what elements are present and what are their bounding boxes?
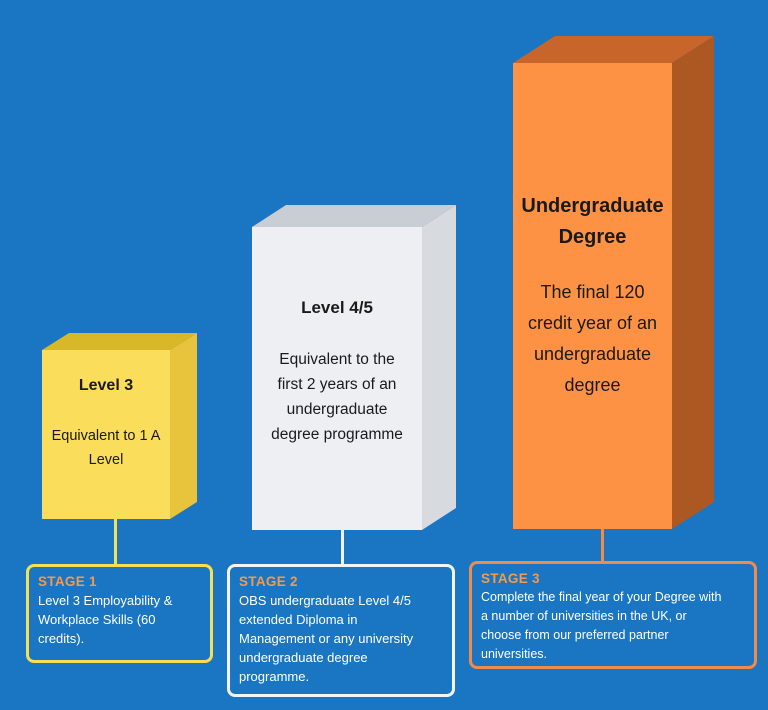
level45-block-side — [422, 205, 456, 530]
level45-description-line: first 2 years of an — [277, 376, 397, 393]
stage2-line: OBS undergraduate Level 4/5 — [239, 593, 412, 608]
stage2-line: programme. — [239, 669, 310, 684]
undergraduate-title: Undergraduate Degree — [513, 191, 672, 253]
level45-description-line: undergraduate — [286, 401, 388, 418]
stage2-box: STAGE 2 OBS undergraduate Level 4/5 exte… — [227, 564, 455, 697]
stage1-line: Workplace Skills (60 — [38, 612, 156, 627]
undergraduate-description-line: degree — [564, 375, 621, 395]
stage2-line: Management or any university — [239, 631, 414, 646]
level3-block — [42, 333, 197, 519]
undergraduate-block — [513, 36, 714, 529]
stage2-connector — [341, 530, 344, 566]
stage1-connector — [114, 519, 117, 566]
level3-block-front — [42, 350, 170, 519]
undergraduate-description-line: undergraduate — [533, 344, 652, 364]
level3-block-side — [170, 333, 197, 519]
stage2-line: undergraduate degree — [239, 650, 368, 665]
level45-text: Level 4/5 Equivalent to the first 2 year… — [252, 297, 422, 447]
stage2-title: STAGE 2 — [239, 574, 298, 589]
level45-block-front — [252, 227, 422, 530]
undergraduate-description-line: credit year of an — [527, 313, 658, 333]
undergraduate-block-top — [513, 36, 714, 63]
undergraduate-block-side — [672, 36, 714, 529]
undergraduate-text: Undergraduate Degree The final 120 credi… — [513, 191, 672, 401]
undergraduate-title-line: Undergraduate — [521, 195, 664, 217]
level3-title: Level 3 — [78, 377, 134, 394]
stage1-line: Level 3 Employability & — [38, 593, 173, 608]
level3-description: Equivalent to 1 A Level — [42, 424, 170, 472]
undergraduate-title-line: Degree — [558, 226, 627, 248]
undergraduate-block-front — [513, 63, 672, 529]
stage1-title: STAGE 1 — [38, 574, 97, 589]
undergraduate-description: The final 120 credit year of an undergra… — [513, 277, 672, 401]
level45-title: Level 4/5 — [301, 298, 373, 317]
stage3-line: a number of universities in the UK, or — [481, 609, 687, 623]
undergraduate-description-line: The final 120 — [540, 282, 645, 302]
level45-block-top — [252, 205, 456, 227]
stage1-box: STAGE 1 Level 3 Employability & Workplac… — [26, 564, 213, 663]
stage2-line: extended Diploma in — [239, 612, 358, 627]
level3-block-top — [42, 333, 197, 350]
stage3-connector — [601, 529, 604, 563]
stage1-line: credits). — [38, 631, 85, 646]
level45-description-line: Equivalent to the — [279, 351, 395, 368]
stage3-line: Complete the final year of your Degree w… — [481, 590, 722, 604]
stage3-title: STAGE 3 — [481, 571, 540, 586]
level3-description-line: Level — [88, 452, 124, 468]
level3-description-line: Equivalent to 1 A — [51, 428, 161, 444]
level3-text: Level 3 Equivalent to 1 A Level — [42, 376, 170, 472]
stage3-line: universities. — [481, 647, 547, 661]
stage3-box: STAGE 3 Complete the final year of your … — [469, 561, 757, 669]
level45-block — [252, 205, 456, 530]
level45-description-line: degree programme — [271, 426, 403, 443]
level45-description: Equivalent to the first 2 years of an un… — [252, 347, 422, 447]
stage3-line: choose from our preferred partner — [481, 628, 669, 642]
